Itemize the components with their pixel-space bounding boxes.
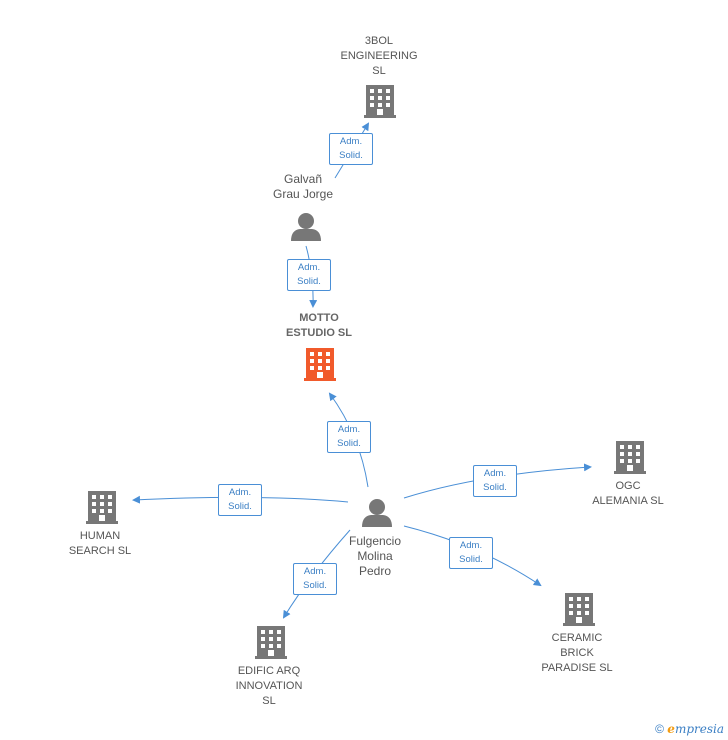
copyright-icon: © <box>655 722 664 736</box>
brand-logo: empresia <box>667 722 724 736</box>
edge-label-fulgencio-edific[interactable]: Adm. Solid. <box>293 563 337 595</box>
edge-label-galvan-motto[interactable]: Adm. Solid. <box>287 259 331 291</box>
building-icon[interactable] <box>364 85 396 118</box>
company-label-human[interactable]: HUMAN SEARCH SL <box>68 530 132 557</box>
person-label-fulgencio[interactable]: Fulgencio Molina Pedro <box>348 534 402 578</box>
edge-label-fulgencio-ogc[interactable]: Adm. Solid. <box>473 465 517 497</box>
building-icon[interactable] <box>614 441 646 474</box>
building-focus-icon[interactable] <box>304 348 336 381</box>
footer-brand: © empresia <box>655 722 724 736</box>
person-icon[interactable] <box>291 213 321 241</box>
edge-label-galvan-bol[interactable]: Adm. Solid. <box>329 133 373 165</box>
company-label-ceramic[interactable]: CERAMIC BRICK PARADISE SL <box>541 632 613 674</box>
company-label-motto[interactable]: MOTTO ESTUDIO SL <box>285 312 352 339</box>
edge-label-fulgencio-ceramic[interactable]: Adm. Solid. <box>449 537 493 569</box>
person-icon[interactable] <box>362 499 392 527</box>
building-icon[interactable] <box>563 593 595 626</box>
building-icon[interactable] <box>255 626 287 659</box>
company-label-3bol[interactable]: 3BOL ENGINEERING SL <box>340 35 418 77</box>
building-icon[interactable] <box>86 491 118 524</box>
edge-label-fulgencio-motto[interactable]: Adm. Solid. <box>327 421 371 453</box>
edge-label-fulgencio-human[interactable]: Adm. Solid. <box>218 484 262 516</box>
person-label-galvan[interactable]: Galvañ Grau Jorge <box>272 172 334 201</box>
company-label-edific[interactable]: EDIFIC ARQ INNOVATION SL <box>235 665 303 707</box>
company-label-ogc[interactable]: OGC ALEMANIA SL <box>592 480 664 507</box>
